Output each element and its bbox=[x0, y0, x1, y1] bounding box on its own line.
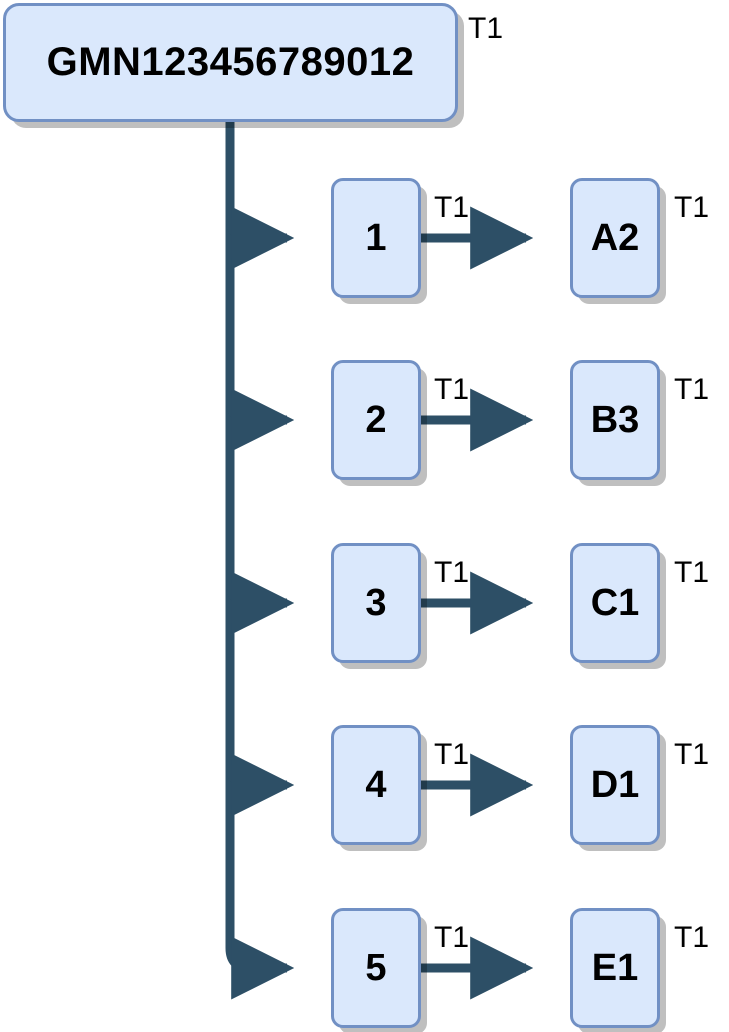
node-root-label: GMN123456789012 bbox=[46, 40, 415, 84]
node-root[interactable]: GMN123456789012 bbox=[3, 3, 458, 122]
node-leaf-1-badge: T1 bbox=[674, 191, 710, 224]
node-mid-4-badge: T1 bbox=[434, 738, 470, 771]
node-leaf-5-label: E1 bbox=[591, 946, 639, 989]
node-leaf-4-badge: T1 bbox=[674, 738, 710, 771]
node-leaf-5-badge: T1 bbox=[674, 921, 710, 954]
node-leaf-1[interactable]: A2 bbox=[570, 178, 660, 298]
node-leaf-1-label: A2 bbox=[590, 216, 640, 259]
branch-connector-1 bbox=[225, 206, 295, 270]
node-leaf-4[interactable]: D1 bbox=[570, 725, 660, 845]
node-mid-5[interactable]: 5 bbox=[331, 908, 421, 1028]
node-mid-1-badge: T1 bbox=[434, 191, 470, 224]
node-leaf-3-badge: T1 bbox=[674, 556, 710, 589]
node-mid-5-badge: T1 bbox=[434, 921, 470, 954]
node-leaf-2[interactable]: B3 bbox=[570, 360, 660, 480]
node-leaf-2-label: B3 bbox=[590, 398, 640, 441]
node-mid-5-label: 5 bbox=[365, 946, 387, 989]
node-mid-1-label: 1 bbox=[365, 216, 387, 259]
node-leaf-2-badge: T1 bbox=[674, 373, 710, 406]
node-leaf-3-label: C1 bbox=[590, 581, 640, 624]
trunk-connector bbox=[225, 122, 273, 973]
node-mid-2[interactable]: 2 bbox=[331, 360, 421, 480]
node-leaf-4-label: D1 bbox=[590, 763, 640, 806]
branch-connector-2 bbox=[225, 388, 295, 452]
node-mid-4-label: 4 bbox=[365, 763, 387, 806]
node-root-badge: T1 bbox=[468, 12, 504, 45]
node-leaf-3[interactable]: C1 bbox=[570, 543, 660, 663]
node-mid-3-badge: T1 bbox=[434, 556, 470, 589]
node-mid-4[interactable]: 4 bbox=[331, 725, 421, 845]
node-mid-2-badge: T1 bbox=[434, 373, 470, 406]
node-mid-3-label: 3 bbox=[365, 581, 387, 624]
branch-connector-3 bbox=[225, 571, 295, 635]
node-mid-3[interactable]: 3 bbox=[331, 543, 421, 663]
branch-connector-4 bbox=[225, 753, 295, 817]
node-mid-1[interactable]: 1 bbox=[331, 178, 421, 298]
node-leaf-5[interactable]: E1 bbox=[570, 908, 660, 1028]
node-mid-2-label: 2 bbox=[365, 398, 387, 441]
